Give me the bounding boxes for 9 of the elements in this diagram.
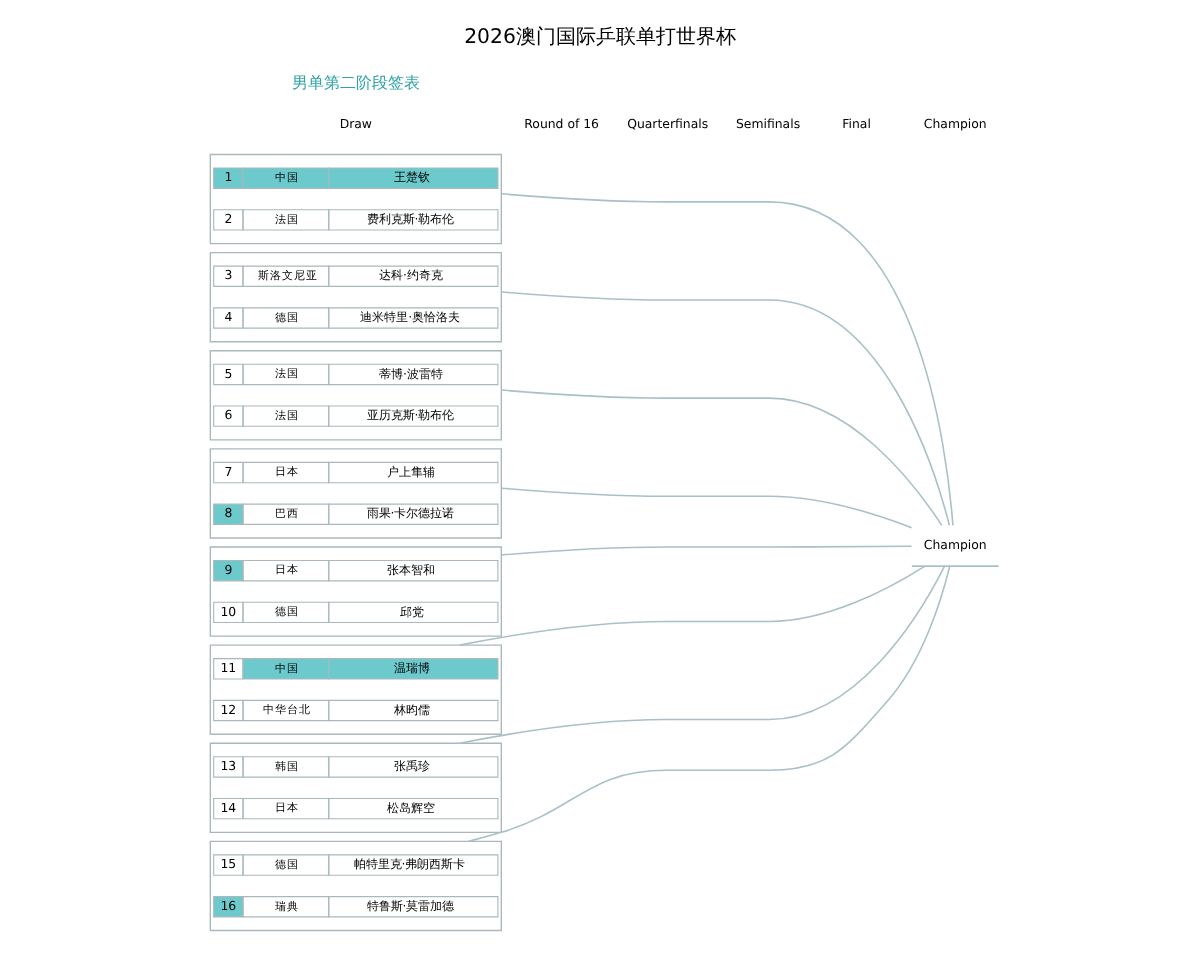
connector — [500, 192, 954, 526]
connector — [458, 564, 946, 744]
diagram-title: 2026澳门国际乒联单打世界杯 — [464, 26, 736, 49]
connector — [500, 290, 951, 526]
connector — [500, 388, 943, 526]
connector — [500, 544, 913, 555]
connector — [500, 486, 913, 528]
connector — [467, 564, 951, 842]
connector — [458, 564, 926, 645]
